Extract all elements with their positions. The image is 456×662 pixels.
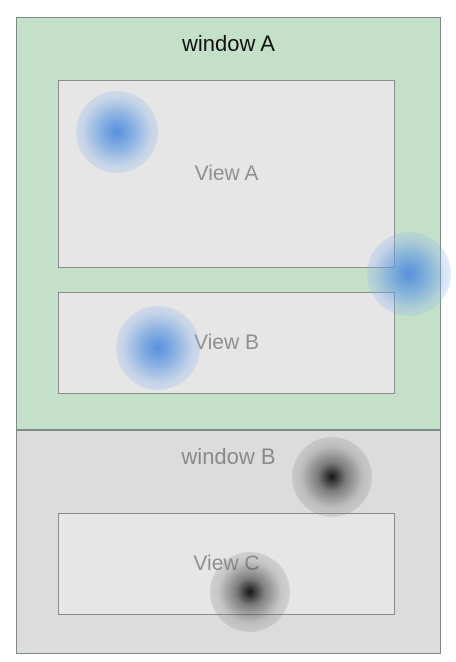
window-a: window A View A View B (16, 17, 441, 430)
view-a[interactable]: View A (58, 80, 395, 268)
view-b-label: View B (194, 331, 259, 354)
window-a-title: window A (182, 31, 275, 56)
window-b: window B View C (16, 430, 441, 654)
view-b[interactable]: View B (58, 292, 395, 394)
window-b-title: window B (181, 444, 276, 469)
view-c-label: View C (193, 552, 260, 575)
view-a-label: View A (194, 162, 259, 185)
view-c[interactable]: View C (58, 513, 395, 615)
